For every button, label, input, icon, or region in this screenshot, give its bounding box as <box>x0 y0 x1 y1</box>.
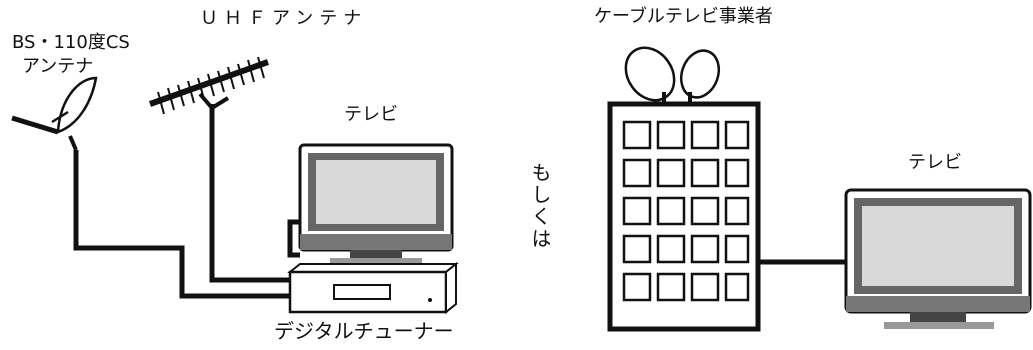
digital-tuner-icon <box>287 261 459 315</box>
tv-left-label: テレビ <box>344 104 398 125</box>
cable-operator-label: ケーブルテレビ事業者 <box>594 6 773 27</box>
bs-cs-antenna-label-line2: アンテナ <box>22 56 94 77</box>
tv-left-icon <box>298 143 454 264</box>
bs-cs-antenna-label-line1: BS・110度CS <box>12 32 130 53</box>
or-label: もしくは <box>528 162 552 250</box>
cable-lines-left <box>73 150 300 299</box>
tv-right-icon <box>844 188 1032 329</box>
uhf-antenna-icon <box>148 56 270 150</box>
bs-cs-dish-icon <box>11 76 98 151</box>
digital-tuner-label: デジタルチューナー <box>274 319 454 343</box>
cable-tv-building-icon <box>607 46 761 332</box>
tv-right-label: テレビ <box>908 152 962 173</box>
uhf-antenna-label: ＵＨＦアンテナ <box>200 8 368 29</box>
